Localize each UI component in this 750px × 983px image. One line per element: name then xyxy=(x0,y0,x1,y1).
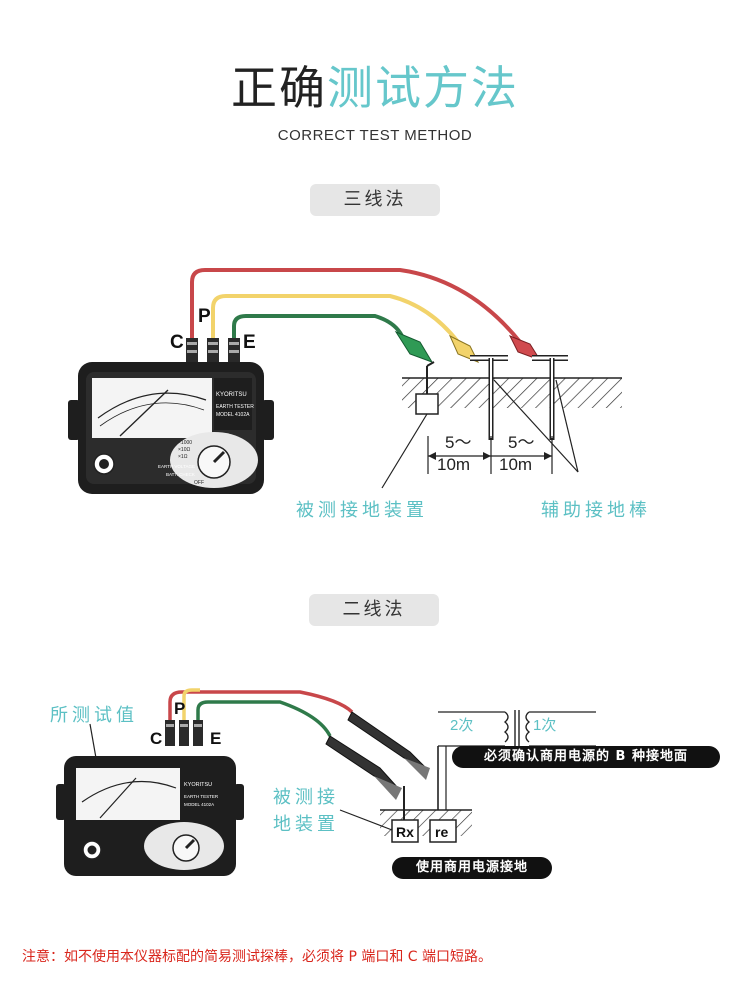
distance2-top: 5～ xyxy=(508,433,534,452)
aux-rod-1 xyxy=(470,355,508,440)
dimension-1 xyxy=(427,436,492,474)
label-primary: 1次 xyxy=(533,717,556,734)
green-lead-wire-2 xyxy=(196,700,332,737)
distance2-bottom: 10m xyxy=(499,455,532,474)
re-label: re xyxy=(435,824,448,840)
meter-line1: EARTH TESTER xyxy=(216,404,254,410)
meter-mode2: BATT. CHECK xyxy=(166,472,195,477)
meter-brand: KYORITSU xyxy=(216,392,247,398)
page-title: 正确测试方法 xyxy=(0,52,750,118)
meter-off: OFF xyxy=(194,480,204,486)
meter-line2-2: MODEL 4102A xyxy=(184,802,214,807)
section-pill-two-wire: 二线法 xyxy=(309,594,439,626)
meter-mode1: EARTH VOLTAGE xyxy=(158,464,195,469)
rx-box xyxy=(391,819,419,843)
re-box xyxy=(429,819,457,843)
terminal-c-label-2: C xyxy=(150,729,162,748)
meter-range2: ×10Ω xyxy=(178,447,190,453)
meter-range3: ×1Ω xyxy=(178,454,188,460)
label-device-line2: 地装置 xyxy=(273,814,339,835)
distance1-bottom: 10m xyxy=(437,455,470,474)
terminal-posts xyxy=(186,338,240,364)
three-wire-diagram: 5～ 10m 5～ 10m C P E KYORITSU EARTH TESTE… xyxy=(68,268,622,494)
pointer-device xyxy=(381,413,428,489)
yellow-lead-wire-2 xyxy=(182,688,200,722)
footer-note: 注意：如不使用本仪器标配的简易测试探棒，必须将 P 端口和 C 端口短路。 xyxy=(22,949,493,965)
yellow-lead-wire xyxy=(211,294,460,344)
dimension-2 xyxy=(491,436,553,474)
pointer-rod1 xyxy=(493,379,579,473)
earth-device-box xyxy=(415,393,439,415)
green-lead-wire xyxy=(232,314,404,338)
terminal-c-label: C xyxy=(170,332,184,353)
terminal-posts-2 xyxy=(165,720,203,746)
terminal-p-label: P xyxy=(198,306,211,327)
section-pill-three-wire: 三线法 xyxy=(310,184,440,216)
meter-brand-2: KYORITSU xyxy=(184,782,212,788)
two-wire-diagram: 2次 1次 Rx re C P E KYORITSU EARTH TESTER xyxy=(56,688,596,876)
meter-line1-2: EARTH TESTER xyxy=(184,794,219,799)
callout-use-mains-ground: 使用商用电源接地 xyxy=(392,857,552,879)
transformer-symbol xyxy=(437,710,596,810)
earth-tester-meter-2: KYORITSU EARTH TESTER MODEL 4102A xyxy=(56,756,244,876)
distance1-top: 5～ xyxy=(445,433,471,452)
label-aux-rods: 辅助接地棒 xyxy=(541,500,651,521)
terminal-e-label: E xyxy=(243,332,256,353)
page-title-accent: 测试方法 xyxy=(327,61,519,115)
label-reading: 所测试值 xyxy=(50,705,138,726)
red-lead-wire-2 xyxy=(168,690,354,722)
page-subtitle: CORRECT TEST METHOD xyxy=(277,127,473,144)
terminal-p-label-2: P xyxy=(174,699,185,718)
pointer-rod2 xyxy=(555,379,579,473)
meter-line2: MODEL 4102A xyxy=(216,412,250,418)
aux-rod-2 xyxy=(532,355,568,440)
callout-b-class-ground: 必须确认商用电源的 B 种接地面 xyxy=(452,746,720,768)
red-lead-wire xyxy=(190,268,522,344)
label-secondary: 2次 xyxy=(450,717,473,734)
earth-tester-meter: KYORITSU EARTH TESTER MODEL 4102A ×1000 … xyxy=(68,362,274,494)
label-earth-device: 被测接地装置 xyxy=(296,500,428,521)
green-clip xyxy=(394,330,434,363)
rx-label: Rx xyxy=(396,824,414,840)
probe-lower xyxy=(325,735,402,800)
label-device-line1: 被测接 xyxy=(273,787,339,808)
page-title-dark: 正确 xyxy=(231,61,327,115)
terminal-e-label-2: E xyxy=(210,729,221,748)
pointer-device-2 xyxy=(339,809,393,831)
meter-range1: ×1000 xyxy=(178,440,192,446)
probe-upper xyxy=(347,711,430,780)
